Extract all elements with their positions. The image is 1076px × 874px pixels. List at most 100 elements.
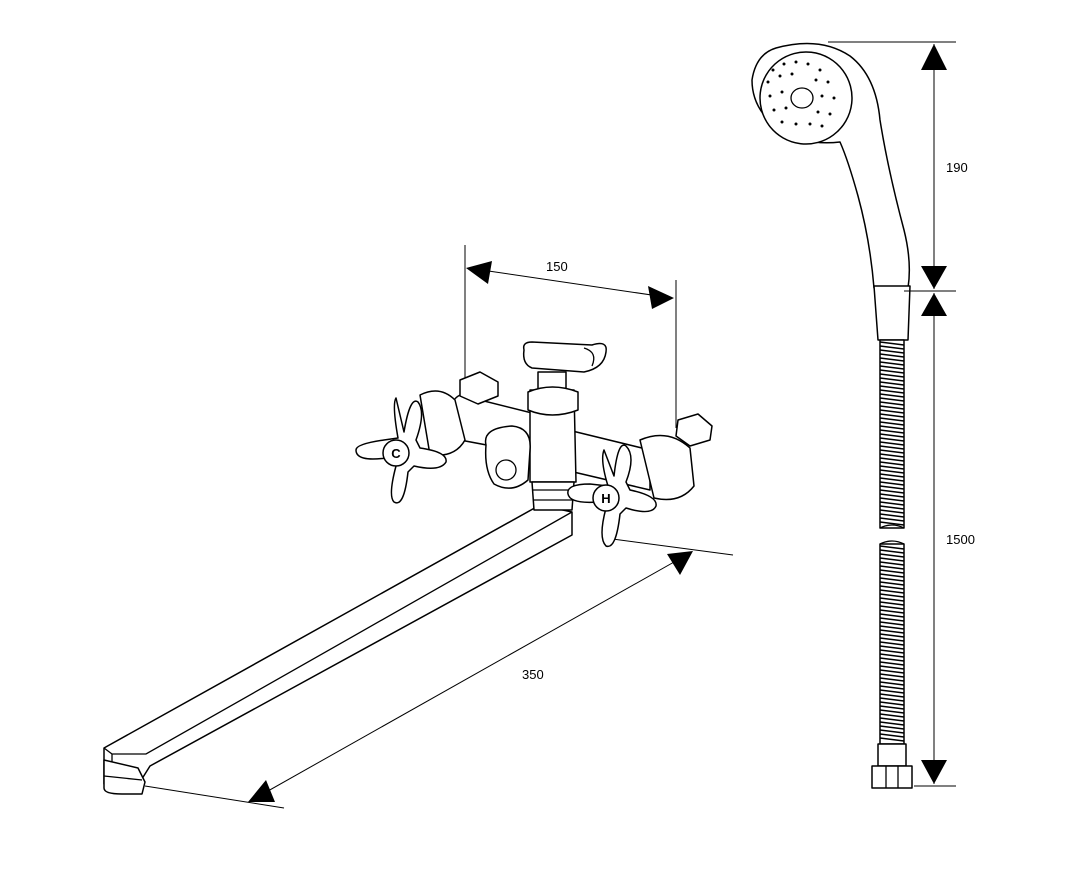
hot-handle-label: H — [601, 491, 610, 506]
hose-rib — [879, 477, 905, 482]
hose-rib — [879, 441, 905, 446]
hose-rib — [879, 353, 905, 358]
hose-rib — [879, 521, 905, 526]
hot-handle: H — [567, 434, 695, 548]
dimension-label-1500: 1500 — [946, 532, 975, 547]
hose-rib — [879, 489, 905, 494]
cold-handle-label: C — [391, 446, 401, 461]
dimension-line-150 — [467, 267, 673, 299]
mixer-body — [447, 341, 713, 511]
hose-rib — [879, 493, 905, 498]
hose-rib — [879, 649, 905, 654]
hose-rib — [879, 713, 905, 718]
hose-rib — [879, 365, 905, 370]
hose-rib — [879, 341, 905, 346]
hose-rib — [879, 449, 905, 454]
hose-rib — [879, 357, 905, 362]
hose-rib — [879, 641, 905, 646]
hose-rib — [879, 657, 905, 662]
hose-rib — [879, 597, 905, 602]
cold-handle: C — [355, 390, 466, 504]
spray-nozzles — [766, 60, 836, 128]
arrowhead — [667, 551, 693, 575]
hose-rib — [879, 585, 905, 590]
hose-rib — [879, 517, 905, 522]
hose-rib — [879, 361, 905, 366]
hose-rib — [879, 565, 905, 570]
hose-rib — [879, 645, 905, 650]
hose-rib — [879, 661, 905, 666]
hose-rib — [879, 381, 905, 386]
hose-rib — [879, 629, 905, 634]
arrowhead — [466, 261, 492, 284]
hose-rib — [879, 705, 905, 710]
hose-rib — [879, 721, 905, 726]
hose-rib — [879, 685, 905, 690]
hose-rib — [879, 589, 905, 594]
hose-rib — [879, 665, 905, 670]
hose-rib — [879, 457, 905, 462]
hose-rib — [879, 501, 905, 506]
extension-line-spout — [144, 785, 285, 809]
hose-rib — [879, 677, 905, 682]
hose-rib — [879, 653, 905, 658]
hose-rib — [879, 637, 905, 642]
shower-head — [751, 42, 911, 341]
arrowhead — [248, 780, 275, 802]
hose-rib — [879, 485, 905, 490]
hose-rib — [879, 453, 905, 458]
hose-rib — [879, 549, 905, 554]
dimension-1500: 1500 — [914, 293, 975, 787]
hose-rib — [879, 673, 905, 678]
hose-rib — [879, 469, 905, 474]
hose-rib — [879, 409, 905, 414]
hose-rib — [879, 369, 905, 374]
dimension-190: 190 — [828, 41, 968, 292]
hose-rib — [879, 545, 905, 550]
hose-rib — [879, 473, 905, 478]
hose-rib — [879, 569, 905, 574]
hose-rib — [879, 413, 905, 418]
hose-rib — [879, 397, 905, 402]
hose-rib — [879, 393, 905, 398]
hose-rib — [879, 717, 905, 722]
hose-rib — [879, 389, 905, 394]
hose-rib — [879, 481, 905, 486]
hose-rib — [879, 505, 905, 510]
hose-rib — [879, 709, 905, 714]
extension-line-body — [604, 537, 734, 556]
hose-rib — [879, 437, 905, 442]
hose-rib — [879, 697, 905, 702]
hose-rib — [879, 509, 905, 514]
hose-rib — [879, 693, 905, 698]
hose-rib — [879, 729, 905, 734]
hose-rib — [879, 417, 905, 422]
arrowhead — [921, 44, 947, 70]
hose-rib — [879, 593, 905, 598]
hose-ribs — [879, 341, 905, 742]
shower-hose — [871, 339, 913, 789]
hose-rib — [879, 613, 905, 618]
spout — [103, 504, 573, 795]
hose-rib — [879, 609, 905, 614]
arrowhead — [921, 760, 947, 784]
hose-rib — [879, 621, 905, 626]
hose-rib — [879, 669, 905, 674]
hose-rib — [879, 733, 905, 738]
hose-rib — [879, 349, 905, 354]
hose-rib — [879, 605, 905, 610]
dimension-line-350 — [251, 552, 691, 801]
hose-rib — [879, 465, 905, 470]
hose-rib — [879, 681, 905, 686]
hose-rib — [879, 373, 905, 378]
hose-rib — [879, 401, 905, 406]
hose-rib — [879, 725, 905, 730]
hose-rib — [879, 601, 905, 606]
hose-rib — [879, 617, 905, 622]
hose-rib — [879, 445, 905, 450]
hose-rib — [879, 557, 905, 562]
hose-rib — [879, 421, 905, 426]
hose-rib — [879, 345, 905, 350]
hose-rib — [879, 377, 905, 382]
